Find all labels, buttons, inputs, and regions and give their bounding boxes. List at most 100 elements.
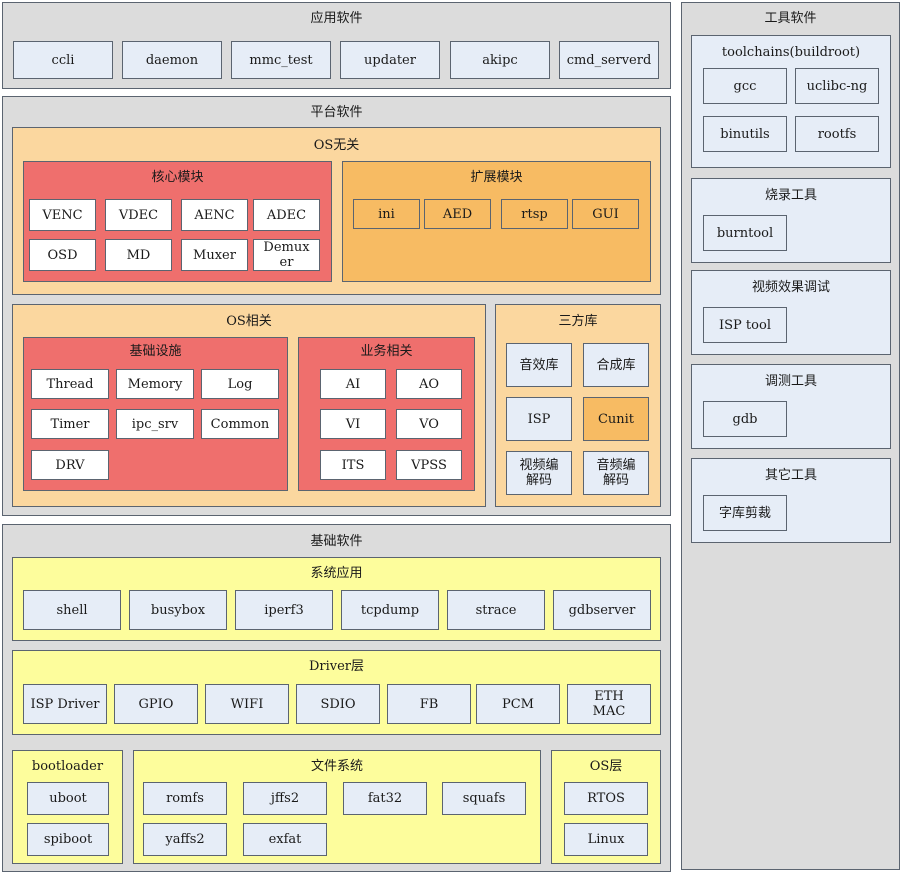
filesystem-item-exfat: exfat (243, 823, 327, 856)
debug-tool-item-gdb: gdb (703, 401, 787, 437)
os-related-group: OS相关 基础设施 Thread Memory Log Timer ipc_sr… (12, 304, 486, 507)
driver-item-isp-driver: ISP Driver (23, 684, 107, 724)
infra-item-ipc-srv: ipc_srv (116, 409, 194, 439)
filesystem-item-squafs: squafs (442, 782, 526, 815)
core-item-md: MD (105, 239, 172, 271)
tools-section: 工具软件 toolchains(buildroot) gcc uclibc-ng… (681, 2, 900, 870)
sys-app-tcpdump: tcpdump (341, 590, 439, 630)
ext-item-gui: GUI (572, 199, 639, 229)
platform-software-section: 平台软件 OS无关 核心模块 VENC VDEC AENC ADEC OSD M… (2, 96, 671, 516)
core-item-venc: VENC (29, 199, 96, 231)
driver-item-fb: FB (387, 684, 471, 724)
business-item-ao: AO (396, 369, 462, 399)
toolchain-item-uclibc-ng: uclibc-ng (795, 68, 879, 104)
third-party-item-video-codec: 视频编 解码 (506, 451, 572, 495)
third-party-item-cunit: Cunit (583, 397, 649, 441)
toolchain-item-rootfs: rootfs (795, 116, 879, 152)
platform-software-title: 平台软件 (310, 105, 363, 120)
business-item-vo: VO (396, 409, 462, 439)
core-item-adec: ADEC (253, 199, 320, 231)
third-party-item-sound-effects: 音效库 (506, 343, 572, 387)
os-related-title: OS相关 (226, 314, 272, 329)
base-software-title: 基础软件 (310, 534, 363, 549)
bootloader-item-uboot: uboot (27, 782, 109, 815)
filesystem-item-yaffs2: yaffs2 (143, 823, 227, 856)
driver-title: Driver层 (308, 659, 365, 674)
video-tune-item-isp-tool: ISP tool (703, 307, 787, 343)
driver-group: Driver层 ISP Driver GPIO WIFI SDIO FB PCM… (12, 650, 661, 735)
ext-item-rtsp: rtsp (501, 199, 568, 229)
os-layer-item-linux: Linux (564, 823, 648, 856)
os-layer-group: OS层 RTOS Linux (551, 750, 661, 864)
sys-app-gdbserver: gdbserver (553, 590, 651, 630)
filesystem-group: 文件系统 romfs jffs2 fat32 squafs yaffs2 exf… (133, 750, 541, 864)
app-item-akipc: akipc (450, 41, 550, 79)
app-software-section: 应用软件 ccli daemon mmc_test updater akipc … (2, 2, 671, 89)
debug-tool-title: 调测工具 (764, 374, 817, 389)
toolchain-item-gcc: gcc (703, 68, 787, 104)
sys-app-shell: shell (23, 590, 121, 630)
driver-item-eth-mac: ETH MAC (567, 684, 651, 724)
business-item-ai: AI (320, 369, 386, 399)
base-software-section: 基础软件 系统应用 shell busybox iperf3 tcpdump s… (2, 524, 671, 872)
business-group: 业务相关 AI AO VI VO ITS VPSS (298, 337, 475, 491)
bootloader-title: bootloader (31, 759, 104, 774)
debug-tool-group: 调测工具 gdb (691, 364, 891, 449)
filesystem-title: 文件系统 (310, 759, 363, 774)
ext-item-aed: AED (424, 199, 491, 229)
driver-item-gpio: GPIO (114, 684, 198, 724)
driver-item-sdio: SDIO (296, 684, 380, 724)
other-tool-group: 其它工具 字库剪裁 (691, 458, 891, 543)
business-title: 业务相关 (360, 344, 413, 359)
third-party-item-isp: ISP (506, 397, 572, 441)
driver-item-wifi: WIFI (205, 684, 289, 724)
infra-group: 基础设施 Thread Memory Log Timer ipc_srv Com… (23, 337, 288, 491)
filesystem-item-jffs2: jffs2 (243, 782, 327, 815)
toolchain-item-binutils: binutils (703, 116, 787, 152)
sys-app-strace: strace (447, 590, 545, 630)
core-item-demuxer: Demuxer (253, 239, 320, 271)
infra-item-drv: DRV (31, 450, 109, 480)
business-item-vpss: VPSS (396, 450, 462, 480)
infra-item-thread: Thread (31, 369, 109, 399)
bootloader-group: bootloader uboot spiboot (12, 750, 123, 864)
video-tune-title: 视频效果调试 (751, 280, 830, 295)
driver-item-pcm: PCM (476, 684, 560, 724)
sys-apps-title: 系统应用 (310, 566, 363, 581)
infra-item-memory: Memory (116, 369, 194, 399)
app-software-title: 应用软件 (310, 11, 363, 26)
burn-tool-item-burntool: burntool (703, 215, 787, 251)
infra-item-common: Common (201, 409, 279, 439)
ext-item-ini: ini (353, 199, 420, 229)
app-item-mmc-test: mmc_test (231, 41, 331, 79)
filesystem-item-fat32: fat32 (343, 782, 427, 815)
infra-title: 基础设施 (129, 344, 182, 359)
sys-app-busybox: busybox (129, 590, 227, 630)
core-item-osd: OSD (29, 239, 96, 271)
other-tool-item-font-trim: 字库剪裁 (703, 495, 787, 531)
burn-tool-title: 烧录工具 (764, 188, 817, 203)
video-tune-group: 视频效果调试 ISP tool (691, 270, 891, 355)
third-party-group: 三方库 音效库 合成库 ISP Cunit 视频编 解码 音频编 解码 (495, 304, 661, 507)
app-item-daemon: daemon (122, 41, 222, 79)
third-party-title: 三方库 (558, 314, 598, 329)
tools-title: 工具软件 (764, 11, 817, 26)
os-layer-title: OS层 (589, 759, 623, 774)
ext-module-group: 扩展模块 ini AED rtsp GUI (342, 161, 651, 282)
toolchains-group: toolchains(buildroot) gcc uclibc-ng binu… (691, 35, 891, 168)
sys-app-iperf3: iperf3 (235, 590, 333, 630)
business-item-vi: VI (320, 409, 386, 439)
os-independent-title: OS无关 (313, 138, 360, 153)
core-module-group: 核心模块 VENC VDEC AENC ADEC OSD MD Muxer De… (23, 161, 332, 282)
bootloader-item-spiboot: spiboot (27, 823, 109, 856)
other-tool-title: 其它工具 (764, 468, 817, 483)
core-item-muxer: Muxer (181, 239, 248, 271)
os-independent-group: OS无关 核心模块 VENC VDEC AENC ADEC OSD MD Mux… (12, 127, 661, 295)
app-item-updater: updater (340, 41, 440, 79)
business-item-its: ITS (320, 450, 386, 480)
burn-tool-group: 烧录工具 burntool (691, 178, 891, 263)
sys-apps-group: 系统应用 shell busybox iperf3 tcpdump strace… (12, 557, 661, 641)
toolchains-title: toolchains(buildroot) (721, 45, 861, 60)
os-layer-item-rtos: RTOS (564, 782, 648, 815)
app-item-ccli: ccli (13, 41, 113, 79)
